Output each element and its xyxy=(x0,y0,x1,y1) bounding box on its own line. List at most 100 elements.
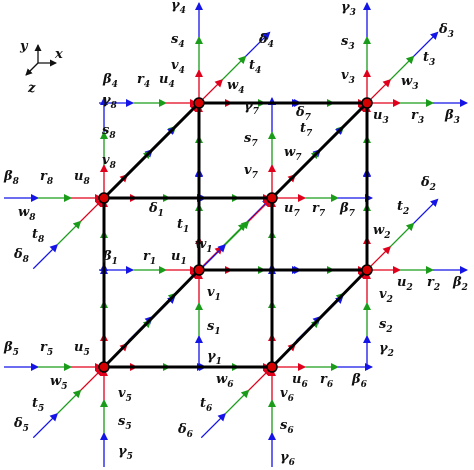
label-w-node-4: w4 xyxy=(227,78,244,96)
label-s-node-3: s3 xyxy=(341,34,355,52)
label-t-node-6: t6 xyxy=(200,396,213,414)
label-u-node-1: u1 xyxy=(171,249,187,267)
arrow-diagonal-blue-node-4 xyxy=(245,31,271,57)
label-delta-node-3: δ3 xyxy=(438,22,454,40)
label-beta-node-6: β6 xyxy=(351,372,368,390)
label-beta-node-4: β4 xyxy=(102,72,118,90)
label-s-node-5: s5 xyxy=(118,414,132,432)
label-gamma-node-4: γ4 xyxy=(171,0,186,16)
label-gamma-node-5: γ5 xyxy=(118,444,133,462)
node-4 xyxy=(193,97,205,109)
arrow-diagonal-green-node-7 xyxy=(224,220,250,246)
label-r-node-3: r3 xyxy=(411,108,424,126)
label-r-node-1: r1 xyxy=(143,249,156,267)
label-r-node-6: r6 xyxy=(320,372,334,390)
node-1 xyxy=(193,264,205,276)
label-gamma-node-2: γ2 xyxy=(379,341,394,359)
label-v-node-2: v2 xyxy=(379,287,393,305)
label-gamma-node-8: γ8 xyxy=(102,93,118,111)
label-w-node-6: w6 xyxy=(216,372,234,390)
label-delta-node-6: δ6 xyxy=(177,422,194,440)
label-beta-node-5: β5 xyxy=(3,340,19,358)
label-t-node-5: t5 xyxy=(32,396,44,414)
arrow-diagonal-blue-node-2 xyxy=(413,198,439,224)
label-s-node-8: s8 xyxy=(102,123,116,141)
arrow-diagonal-blue-node-8 xyxy=(32,243,59,270)
label-u-node-6: u6 xyxy=(292,372,308,390)
label-u-node-4: u4 xyxy=(159,72,175,90)
label-gamma-node-6: γ6 xyxy=(280,450,296,468)
cube-edges xyxy=(102,101,369,369)
arrow-diagonal-green-node-5 xyxy=(56,389,82,415)
label-t-node-7: t7 xyxy=(300,121,313,139)
arrow-diagonal-green-node-4 xyxy=(221,55,247,81)
arrow-diagonal-blue-node-1 xyxy=(245,198,271,224)
y-axis-label: y xyxy=(19,39,29,54)
label-t-node-1: t1 xyxy=(177,217,189,235)
arrow-diagonal-blue-node-7 xyxy=(200,243,227,270)
label-t-node-4: t4 xyxy=(249,58,261,76)
edge-3-7 xyxy=(270,101,369,200)
label-v-node-4: v4 xyxy=(171,58,185,76)
label-r-node-7: r7 xyxy=(312,201,326,219)
arrow-diagonal-green-node-6 xyxy=(224,389,250,415)
arrow-diagonal-red-node-2 xyxy=(367,245,392,270)
arrow-diagonal-green-node-3 xyxy=(389,55,415,81)
arrow-diagonal-red-node-5 xyxy=(80,367,104,391)
arrow-diagonal-red-node-4 xyxy=(199,78,224,103)
label-t-node-8: t8 xyxy=(32,227,45,245)
node-5 xyxy=(98,361,110,373)
label-delta-node-1: δ1 xyxy=(148,201,164,219)
label-gamma-node-7: γ7 xyxy=(244,99,260,117)
label-u-node-8: u8 xyxy=(74,169,90,187)
arrow-diagonal-red-node-6 xyxy=(248,367,272,391)
cube-nodes xyxy=(98,97,373,373)
label-w-node-8: w8 xyxy=(18,205,36,223)
label-w-node-3: w3 xyxy=(401,74,418,92)
label-beta-node-3: β3 xyxy=(444,108,460,126)
arrow-diagonal-blue-node-3 xyxy=(413,31,439,57)
label-beta-node-2: β2 xyxy=(452,275,468,293)
label-v-node-6: v6 xyxy=(280,386,295,404)
label-r-node-8: r8 xyxy=(40,169,54,187)
arrow-diagonal-blue-node-6 xyxy=(200,412,227,439)
label-r-node-2: r2 xyxy=(427,275,440,293)
label-t-node-2: t2 xyxy=(397,199,409,217)
label-delta-node-4: δ4 xyxy=(258,32,274,50)
label-s-node-7: s7 xyxy=(244,131,258,149)
label-delta-node-5: δ5 xyxy=(13,416,29,434)
arrow-diagonal-blue-node-5 xyxy=(32,412,59,439)
node-8 xyxy=(98,192,110,204)
arrow-diagonal-green-node-8 xyxy=(56,220,82,246)
label-delta-node-2: δ2 xyxy=(420,175,436,193)
label-v-node-7: v7 xyxy=(244,163,259,181)
z-axis-arrow xyxy=(25,62,39,76)
label-s-node-6: s6 xyxy=(280,418,294,436)
arrow-diagonal-red-node-7 xyxy=(248,198,272,222)
label-delta-node-8: δ8 xyxy=(13,247,30,265)
label-t-node-3: t3 xyxy=(423,50,435,68)
label-beta-node-1: β1 xyxy=(102,249,118,267)
z-axis-label: z xyxy=(27,81,36,96)
edge-4-8 xyxy=(102,101,201,200)
label-v-node-1: v1 xyxy=(207,285,221,303)
label-beta-node-7: β7 xyxy=(339,201,356,219)
x-axis-label: x xyxy=(54,47,63,62)
label-u-node-5: u5 xyxy=(74,340,90,358)
edge-1-5 xyxy=(102,268,201,369)
label-gamma-node-1: γ1 xyxy=(207,349,222,367)
label-gamma-node-3: γ3 xyxy=(341,0,356,18)
label-v-node-8: v8 xyxy=(102,153,117,171)
node-3 xyxy=(361,97,373,109)
label-delta-node-7: δ7 xyxy=(295,105,312,123)
node-2 xyxy=(361,264,373,276)
label-u-node-2: u2 xyxy=(397,275,413,293)
arrow-diagonal-green-node-2 xyxy=(389,222,415,248)
label-w-node-7: w7 xyxy=(284,145,302,163)
label-s-node-4: s4 xyxy=(171,32,185,50)
arrow-diagonal-red-node-3 xyxy=(367,78,392,103)
label-w-node-2: w2 xyxy=(373,223,390,241)
label-beta-node-8: β8 xyxy=(3,169,20,187)
